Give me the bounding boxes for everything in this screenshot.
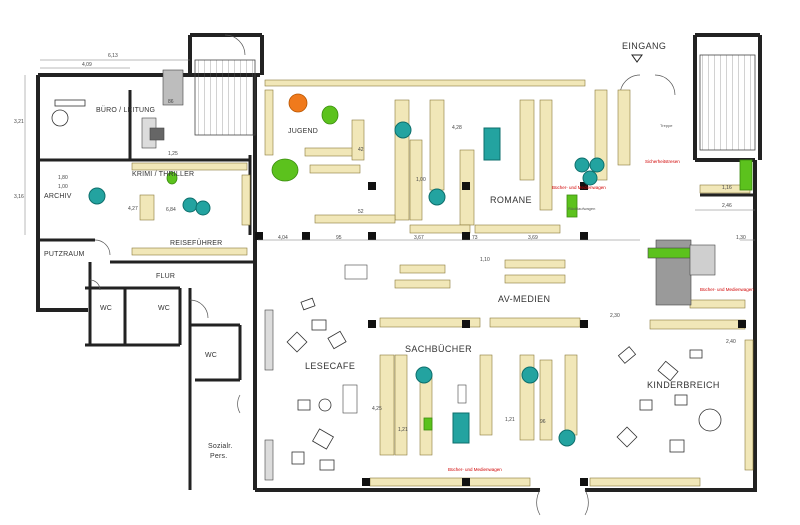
label-putzraum: PUTZRAUM bbox=[44, 251, 85, 258]
columns bbox=[255, 182, 746, 486]
dim-116: 1,16 bbox=[722, 185, 732, 191]
label-av-medien: AV-MEDIEN bbox=[498, 294, 551, 304]
dim-428: 4,28 bbox=[452, 125, 462, 131]
dim-684: 6,84 bbox=[166, 207, 176, 213]
dim-246: 2,46 bbox=[722, 203, 732, 209]
outer-walls bbox=[36, 33, 762, 492]
dimension-lines bbox=[24, 59, 755, 241]
note-sicherheit: Sicherheitstresen bbox=[645, 159, 680, 164]
label-wc-1: WC bbox=[100, 305, 113, 312]
dim-613: 6,13 bbox=[108, 53, 118, 59]
dim-240: 2,40 bbox=[726, 339, 736, 345]
dim-86: 86 bbox=[168, 99, 174, 105]
dim-42: 42 bbox=[358, 147, 364, 153]
dim-321: 3,21 bbox=[14, 119, 24, 125]
dim-180: 1,80 bbox=[58, 175, 68, 181]
dim-427: 4,27 bbox=[128, 206, 138, 212]
note-ruecklaufwagen: Rücklaufwagen bbox=[568, 206, 596, 211]
dim-369: 3,69 bbox=[528, 235, 538, 241]
dim-230: 2,30 bbox=[610, 313, 620, 319]
label-reisefuehrer: REISEFÜHRER bbox=[170, 240, 223, 247]
dim-100b: 1,00 bbox=[416, 177, 426, 183]
green-items bbox=[166, 105, 753, 431]
dim-73: 73 bbox=[472, 235, 478, 241]
label-romane: ROMANE bbox=[490, 195, 532, 205]
label-buero: BÜRO / LEITUNG bbox=[96, 107, 156, 114]
label-archiv: ARCHIV bbox=[44, 193, 72, 200]
label-pers: Pers. bbox=[210, 453, 228, 460]
dim-404: 4,04 bbox=[278, 235, 288, 241]
label-eingang: EINGANG bbox=[622, 41, 667, 51]
dim-409: 4,09 bbox=[82, 62, 92, 68]
shelves bbox=[131, 79, 754, 487]
note-buecherwagen-2: Bücher- und Medienwagen bbox=[700, 287, 754, 292]
dim-316: 3,16 bbox=[14, 194, 24, 200]
note-buecherwagen-3: Bücher- und Medienwagen bbox=[448, 467, 502, 472]
label-flur: FLUR bbox=[156, 273, 176, 280]
dim-121b: 1,21 bbox=[505, 417, 515, 423]
stairs-right bbox=[699, 54, 756, 151]
dim-96: 96 bbox=[540, 419, 546, 425]
label-wc-3: WC bbox=[205, 352, 218, 359]
lesecafe-furniture bbox=[51, 99, 722, 471]
dim-121: 1,21 bbox=[398, 427, 408, 433]
label-jugend: JUGEND bbox=[288, 128, 318, 135]
dim-130: 1,30 bbox=[736, 235, 746, 241]
label-lesecafe: LESECAFE bbox=[305, 361, 356, 371]
dim-52: 52 bbox=[358, 209, 364, 215]
dim-367: 3,67 bbox=[414, 235, 424, 241]
dim-125: 1,25 bbox=[168, 151, 178, 157]
label-sachbuecher: SACHBÜCHER bbox=[405, 344, 473, 354]
dim-110: 1,10 bbox=[480, 257, 490, 263]
note-buecherwagen-1: Bücher- und Medienwagen bbox=[552, 185, 606, 190]
door-arcs bbox=[89, 34, 676, 516]
stairs-left bbox=[194, 59, 256, 136]
label-kinderbereich: KINDERBREICH bbox=[647, 380, 720, 390]
counters bbox=[141, 69, 716, 481]
teal-seats bbox=[88, 121, 605, 447]
label-krimi: KRIMI / THRILLER bbox=[132, 171, 195, 178]
label-wc-2: WC bbox=[158, 305, 171, 312]
entrance-arrow bbox=[631, 54, 643, 63]
dim-100: 1,00 bbox=[58, 184, 68, 190]
note-treppe: Treppe bbox=[660, 123, 673, 128]
label-sozialr: Sozialr. bbox=[208, 443, 233, 450]
dim-425: 4,25 bbox=[372, 406, 382, 412]
orange-beanbag bbox=[288, 93, 308, 113]
dim-95: 95 bbox=[336, 235, 342, 241]
